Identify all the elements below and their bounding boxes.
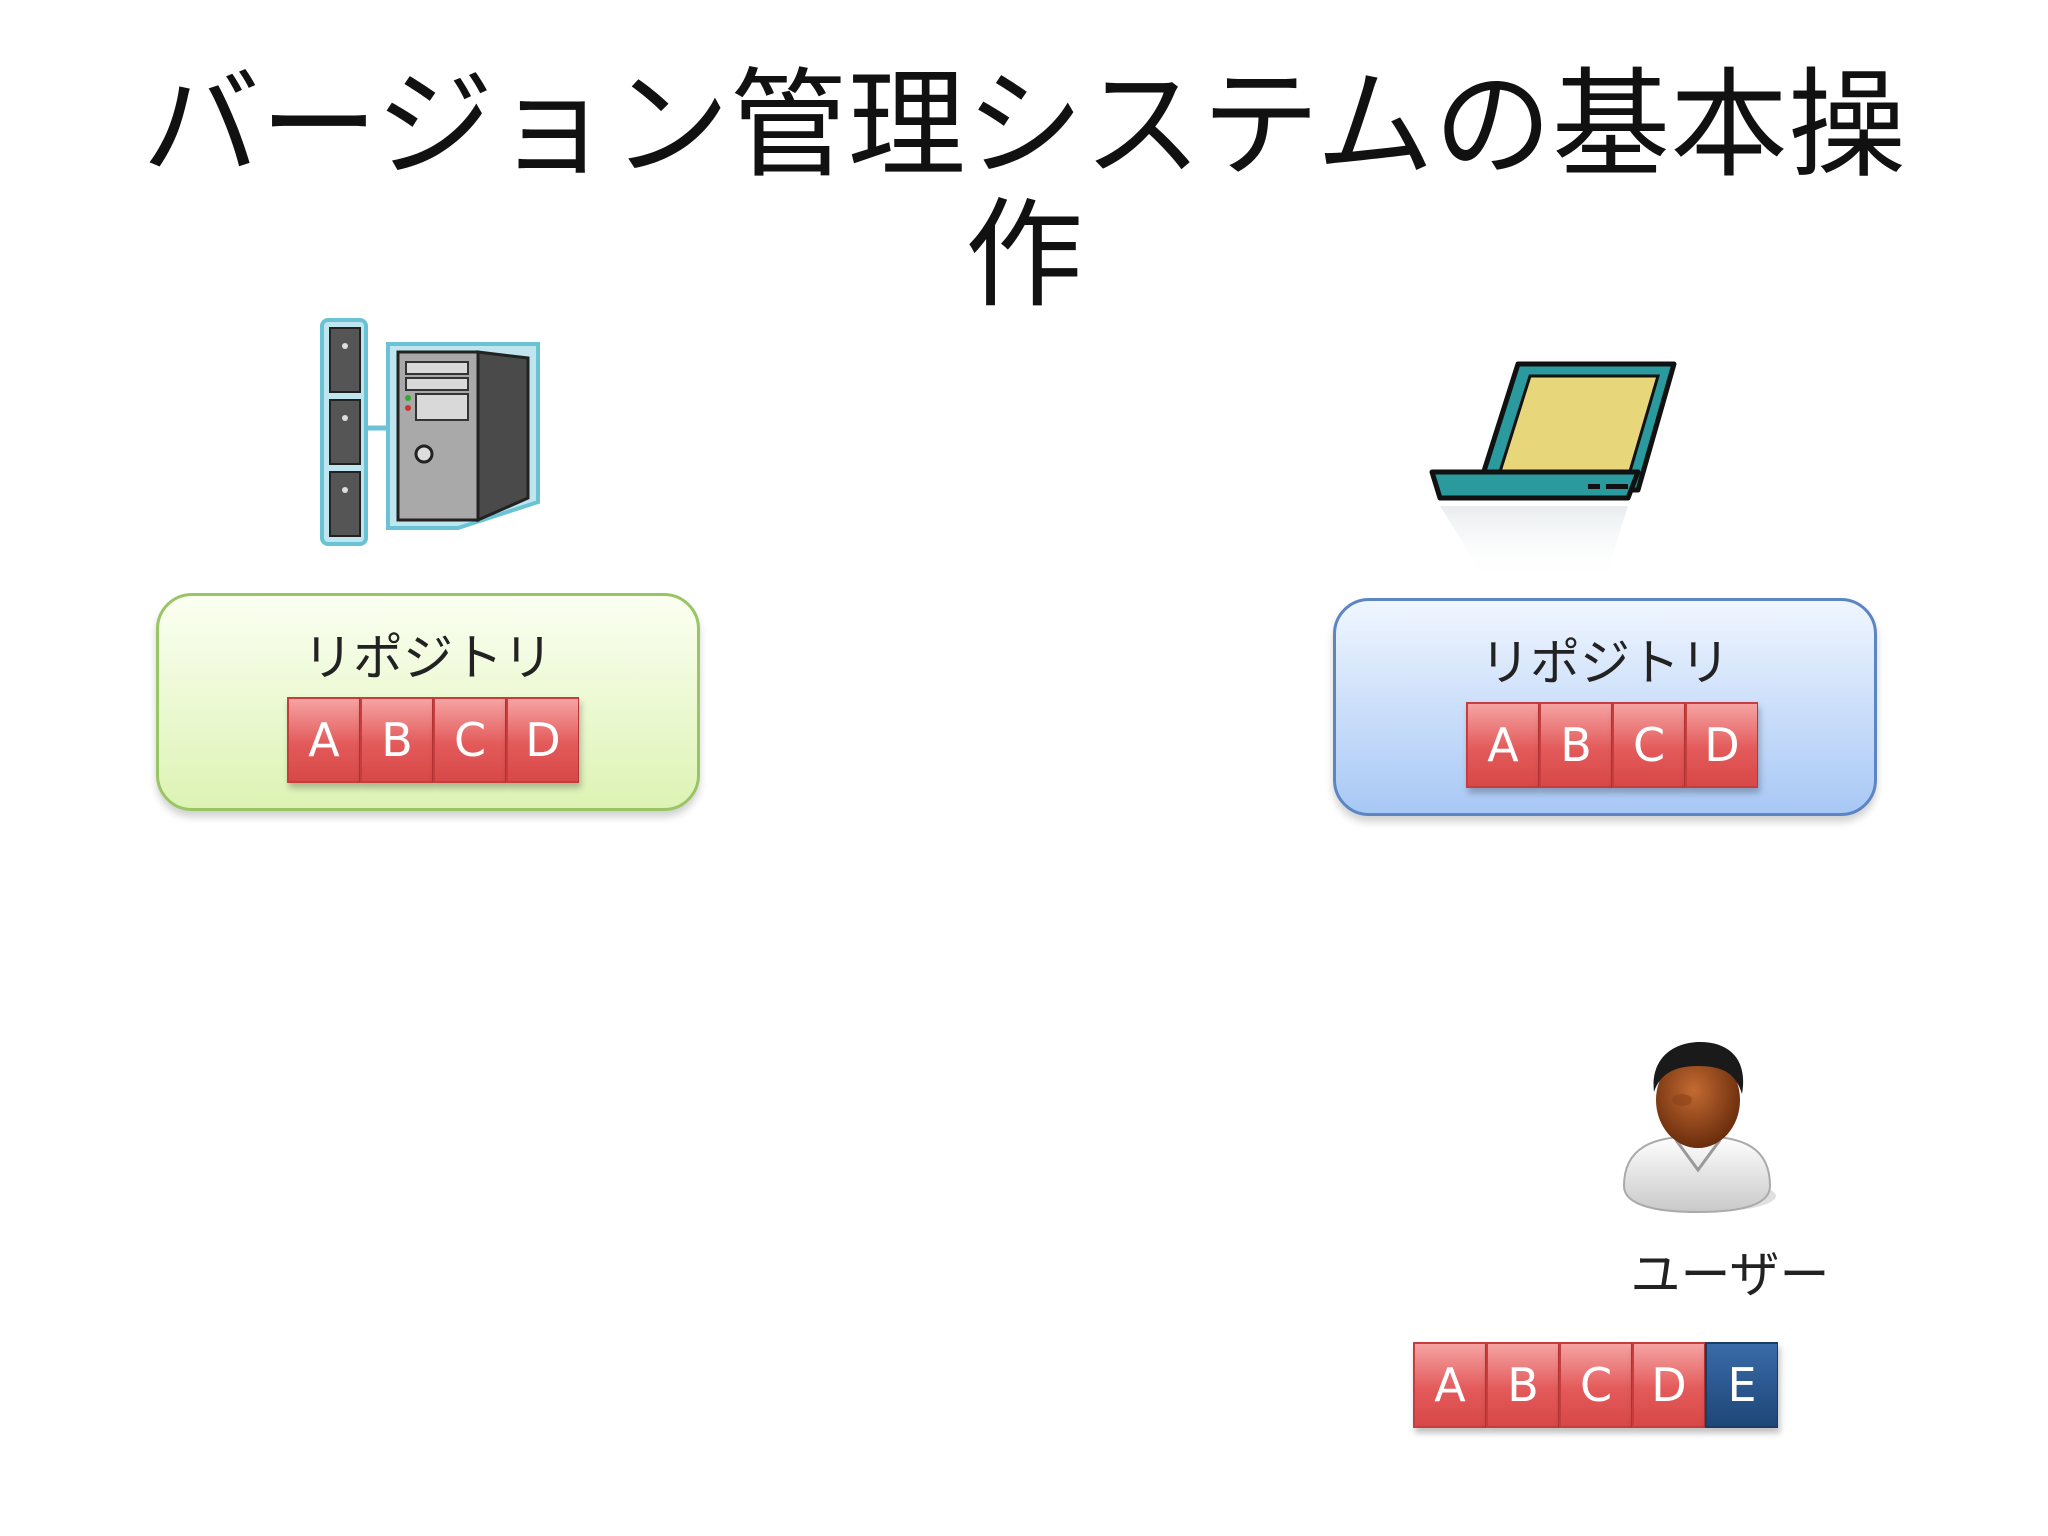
commit-block: A xyxy=(1466,702,1539,788)
commit-block: D xyxy=(506,697,579,783)
user-icon xyxy=(1622,1042,1776,1214)
commit-block: C xyxy=(1612,702,1685,788)
server-commit-row: A B C D xyxy=(287,697,579,783)
user-label: ユーザー xyxy=(1630,1246,1830,1304)
commit-block: B xyxy=(360,697,433,783)
new-commit-block: E xyxy=(1705,1342,1778,1428)
server-repository-label: リポジトリ xyxy=(303,629,553,687)
local-repository: リポジトリ A B C D xyxy=(1333,598,1877,816)
commit-block: B xyxy=(1486,1342,1559,1428)
commit-block: D xyxy=(1685,702,1758,788)
local-repository-label: リポジトリ xyxy=(1480,634,1730,692)
commit-block: B xyxy=(1539,702,1612,788)
commit-block: D xyxy=(1632,1342,1705,1428)
commit-block: C xyxy=(1559,1342,1632,1428)
commit-block: C xyxy=(433,697,506,783)
server-repository: リポジトリ A B C D xyxy=(156,593,700,811)
server-icon xyxy=(320,318,540,546)
working-commit-row: A B C D E xyxy=(1413,1342,1778,1428)
commit-block: A xyxy=(1413,1342,1486,1428)
local-commit-row: A B C D xyxy=(1466,702,1758,788)
slide-title: バージョン管理システムの基本操作 xyxy=(141,56,1907,324)
commit-block: A xyxy=(287,697,360,783)
laptop-icon xyxy=(1429,361,1677,582)
